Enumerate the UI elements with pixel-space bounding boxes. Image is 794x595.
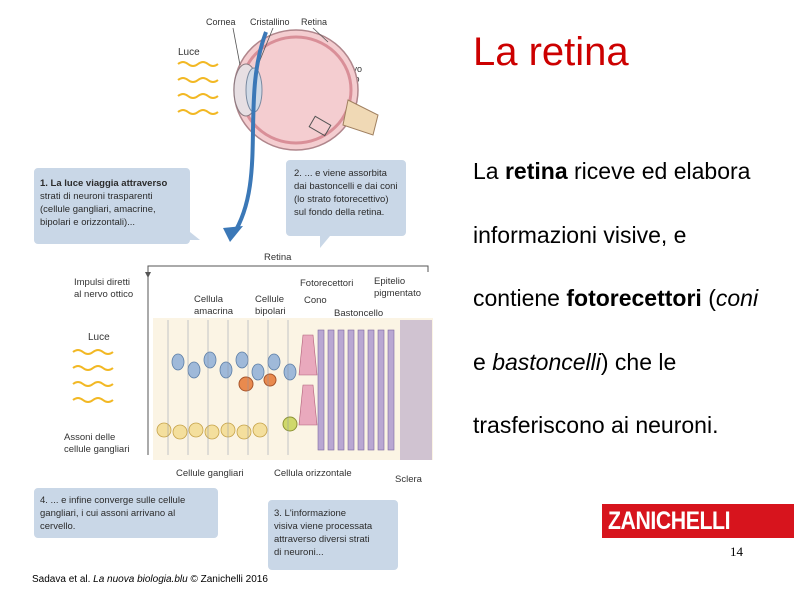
body-part-3: riceve ed elabora informazioni visive, e…	[473, 158, 751, 311]
callout-box-2: 2. ... e viene assorbita dai bastoncelli…	[286, 160, 406, 248]
slide-title: La retina	[473, 30, 629, 74]
box2-line-3: (lo strato fotorecettivo)	[294, 194, 389, 205]
credit-book: La nuova biologia.blu	[93, 574, 188, 585]
label-luce-mid: Luce	[88, 332, 110, 343]
label-impulsi-2: al nervo ottico	[74, 289, 133, 300]
box4-line-3: cervello.	[40, 521, 75, 532]
label-epitelio-2: pigmentato	[374, 288, 421, 299]
label-retina-mid: Retina	[264, 252, 292, 263]
box3-line-3: attraverso diversi strati	[274, 534, 370, 545]
box1-line-3: (cellule gangliari, amacrine,	[40, 204, 156, 215]
label-amacrina-2: amacrina	[194, 306, 234, 317]
callout-box-4: 4. ... e infine converge sulle cellule g…	[34, 488, 218, 538]
label-retina-top: Retina	[301, 17, 327, 27]
body-term-coni: coni	[715, 285, 759, 311]
body-term-retina: retina	[504, 158, 568, 184]
box2-line-2: dai bastoncelli e dai coni	[294, 181, 398, 192]
light-rays-mid	[72, 349, 114, 403]
body-part-5: (	[701, 285, 716, 311]
box2-line-1: 2. ... e viene assorbita	[294, 168, 388, 179]
label-gangliari: Cellule gangliari	[176, 468, 244, 479]
box1-line-4: bipolari e orizzontali)...	[40, 217, 135, 228]
credit-authors: Sadava et al.	[32, 574, 94, 585]
light-rays-top	[177, 61, 219, 115]
box4-line-2: gangliari, i cui assoni arrivano al	[40, 508, 175, 519]
box3-line-4: di neuroni...	[274, 547, 324, 558]
label-bipolari-1: Cellule	[255, 294, 284, 305]
flow-arrow-head	[223, 226, 243, 242]
label-amacrina-1: Cellula	[194, 294, 224, 305]
logo-text: ZANICHELLI	[608, 507, 731, 535]
retina-figure: Cornea Cristallino Retina Luce Nervo ott…	[34, 17, 433, 570]
body-term-bastoncelli: bastoncelli	[492, 348, 601, 375]
label-epitelio-1: Epitelio	[374, 276, 405, 287]
label-orizzontale: Cellula orizzontale	[274, 468, 352, 479]
label-fotorecettori: Fotorecettori	[300, 278, 353, 289]
body-term-fotorecettori: fotorecettori	[566, 285, 702, 311]
label-bastoncello: Bastoncello	[334, 308, 383, 319]
label-bipolari-2: bipolari	[255, 306, 286, 317]
body-part-7: e	[473, 348, 493, 375]
label-cristallino: Cristallino	[250, 17, 290, 27]
retina-bracket	[147, 265, 429, 272]
source-credit: Sadava et al. La nuova biologia.blu © Za…	[32, 574, 268, 585]
page-number: 14	[730, 544, 743, 559]
box1-line-1: 1. La luce viaggia attraverso	[40, 178, 167, 189]
eye-illustration	[232, 27, 379, 151]
zanichelli-logo: ZANICHELLI	[602, 504, 794, 538]
box4-line-1: 4. ... e infine converge sulle cellule	[40, 495, 185, 506]
flow-arrow-curve	[231, 31, 268, 237]
label-impulsi-1: Impulsi diretti	[74, 277, 130, 288]
body-part-1: La	[473, 158, 505, 184]
credit-publisher: © Zanichelli 2016	[187, 574, 268, 585]
label-luce-top: Luce	[178, 47, 200, 58]
callout-box-1: 1. La luce viaggia attraverso strati di …	[34, 168, 200, 244]
box3-line-2: visiva viene processata	[274, 521, 373, 532]
box3-line-1: 3. L'informazione	[274, 508, 346, 519]
label-sclera: Sclera	[395, 474, 423, 485]
callout-box-3: 3. L'informazione visiva viene processat…	[268, 500, 398, 570]
label-assoni-2: cellule gangliari	[64, 444, 129, 455]
retina-layers	[153, 318, 433, 460]
box2-line-4: sul fondo della retina.	[294, 207, 384, 218]
body-part-9: ) che le trasferiscono ai neuroni.	[473, 348, 719, 439]
label-cono: Cono	[304, 295, 327, 306]
label-cornea: Cornea	[206, 17, 236, 27]
box1-line-2: strati di neuroni trasparenti	[40, 191, 152, 202]
slide-body: La retina riceve ed elabora informazioni…	[473, 140, 773, 458]
svg-text:1. La luce viaggia attraverso: 1. La luce viaggia attraverso	[40, 178, 167, 189]
label-assoni-1: Assoni delle	[64, 432, 115, 443]
